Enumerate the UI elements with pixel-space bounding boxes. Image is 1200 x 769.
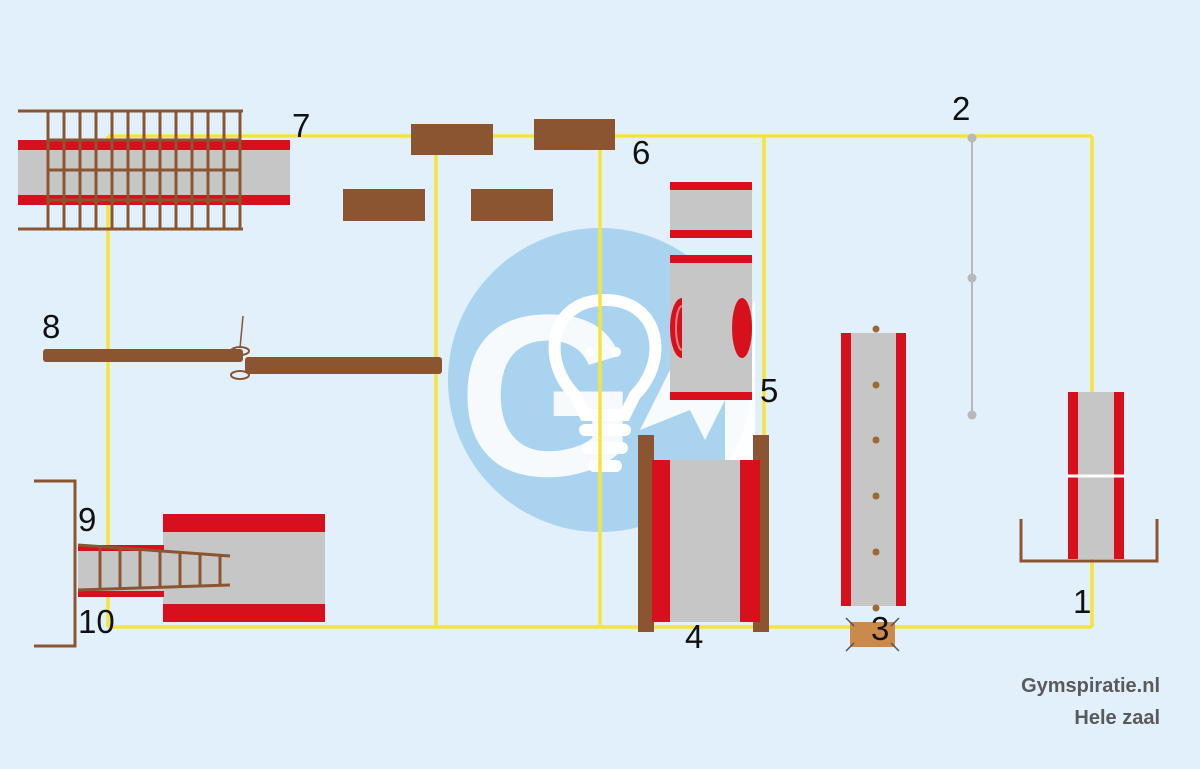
site-subtitle: Hele zaal <box>1074 707 1160 729</box>
box-top-left <box>411 124 493 155</box>
springboard <box>845 617 900 652</box>
station-numbers: 1 2 3 4 5 6 7 8 9 10 <box>42 90 1091 655</box>
station-number-3: 3 <box>871 610 889 647</box>
station-5-mats <box>670 182 752 400</box>
station-8-beams <box>43 315 442 380</box>
brand-caption: Gymspiratie.nl Hele zaal <box>1021 675 1160 729</box>
station-number-8: 8 <box>42 308 60 345</box>
station-7-ladder-mat <box>18 109 290 231</box>
svg-text:G: G <box>458 267 637 524</box>
station-4-mat-frame <box>638 435 769 632</box>
box-bottom-right <box>471 189 553 221</box>
box-bottom-left <box>343 189 425 221</box>
station-3-long-mat <box>841 325 906 652</box>
station-number-1: 1 <box>1073 583 1091 620</box>
station-number-2: 2 <box>952 90 970 127</box>
station-9-10-ladder-mats <box>34 479 325 648</box>
station-1-mat-frame <box>1019 392 1159 563</box>
lightbulb-icon <box>548 293 662 472</box>
station-number-4: 4 <box>685 618 703 655</box>
station-number-9: 9 <box>78 501 96 538</box>
station-number-6: 6 <box>632 134 650 171</box>
station-6-boxes <box>343 119 615 221</box>
station-number-10: 10 <box>78 603 115 640</box>
station-2-rope <box>967 133 977 420</box>
station-number-5: 5 <box>760 372 778 409</box>
station-number-7: 7 <box>292 107 310 144</box>
box-top-right <box>534 119 615 150</box>
site-name: Gymspiratie.nl <box>1021 675 1160 697</box>
